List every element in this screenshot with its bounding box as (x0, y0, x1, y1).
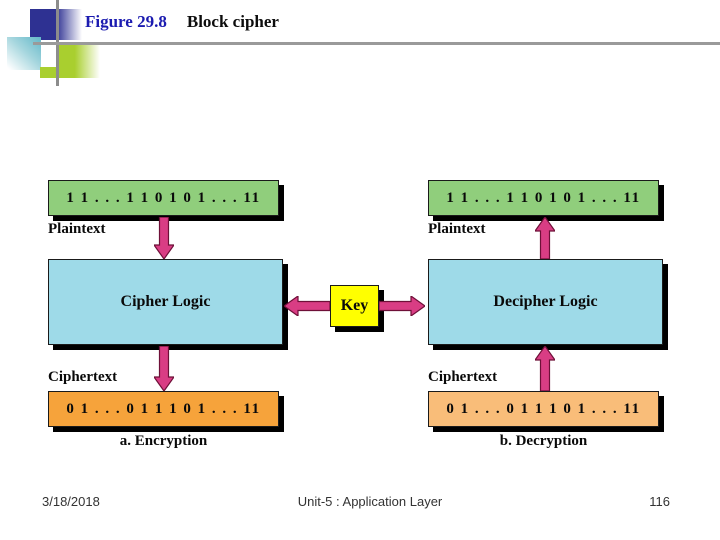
slide-accent-horizontal-line (33, 42, 720, 45)
plaintext-bits-box-encryption: 1 1 . . . 1 1 0 1 0 1 . . . 11 (48, 180, 279, 216)
ciphertext-bits-text-encryption: 0 1 . . . 0 1 1 1 0 1 . . . 11 (66, 400, 261, 417)
plaintext-bits-box-decryption: 1 1 . . . 1 1 0 1 0 1 . . . 11 (428, 180, 659, 216)
plaintext-bits-text-decryption: 1 1 . . . 1 1 0 1 0 1 . . . 11 (446, 189, 641, 206)
footer-page-number: 116 (649, 494, 670, 509)
slide-accent-green-bar (58, 45, 100, 78)
slide-accent-green-stub (40, 67, 58, 78)
arrow-up-icon (535, 217, 555, 259)
slide-title: Figure 29.8 Block cipher (85, 12, 279, 32)
figure-title: Block cipher (186, 12, 279, 31)
arrow-down-icon (154, 346, 174, 391)
footer-unit-title: Unit-5 : Application Layer (297, 494, 443, 509)
arrow-left-icon (284, 296, 330, 316)
key-label: Key (340, 297, 369, 314)
arrow-up-icon (535, 346, 555, 391)
caption-decryption: b. Decryption (499, 433, 588, 449)
ciphertext-label-encryption: Ciphertext (48, 369, 118, 385)
ciphertext-bits-box-decryption: 0 1 . . . 0 1 1 1 0 1 . . . 11 (428, 391, 659, 427)
decipher-logic-label: Decipher Logic (493, 293, 598, 310)
plaintext-label-decryption: Plaintext (428, 221, 486, 237)
decipher-logic-box: Decipher Logic (428, 259, 663, 345)
figure-number: Figure 29.8 (85, 12, 167, 31)
ciphertext-bits-text-decryption: 0 1 . . . 0 1 1 1 0 1 . . . 11 (446, 400, 641, 417)
arrow-right-icon (379, 296, 425, 316)
ciphertext-bits-box-encryption: 0 1 . . . 0 1 1 1 0 1 . . . 11 (48, 391, 279, 427)
cipher-logic-box: Cipher Logic (48, 259, 283, 345)
plaintext-bits-text-encryption: 1 1 . . . 1 1 0 1 0 1 . . . 11 (66, 189, 261, 206)
cipher-logic-label: Cipher Logic (120, 293, 211, 310)
arrow-down-icon (154, 217, 174, 259)
key-box: Key (330, 285, 379, 327)
ciphertext-label-decryption: Ciphertext (428, 369, 498, 385)
caption-encryption: a. Encryption (119, 433, 208, 449)
plaintext-label-encryption: Plaintext (48, 221, 106, 237)
footer-date: 3/18/2018 (42, 494, 100, 509)
